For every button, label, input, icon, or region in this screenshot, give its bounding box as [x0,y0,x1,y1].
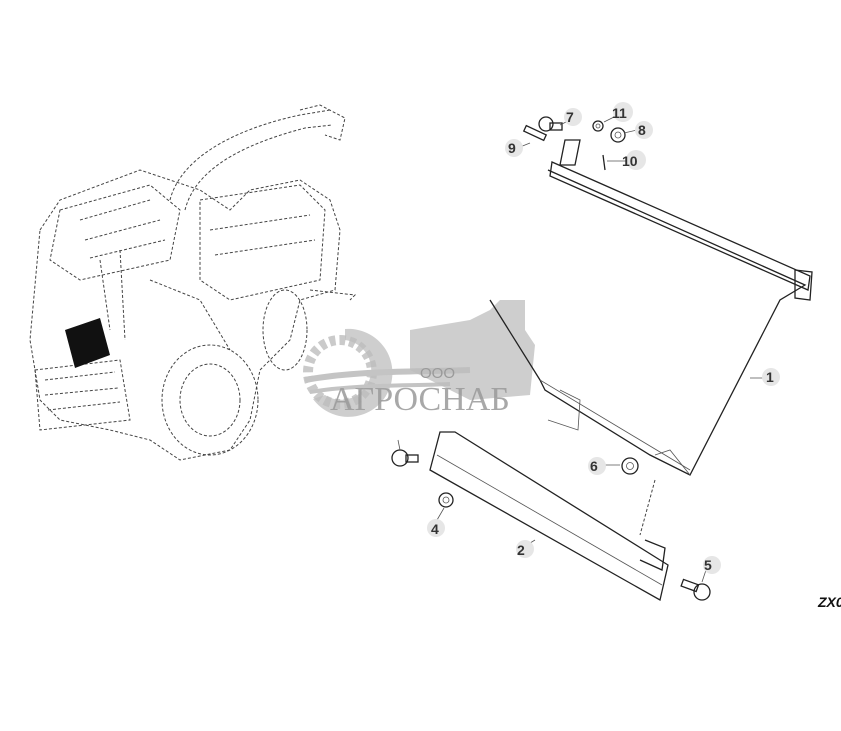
callout-11: 11 [612,105,627,121]
bolt-9 [522,124,548,142]
pin-10 [602,154,606,171]
bolt-upper-left [391,439,419,467]
callout-9: 9 [508,140,516,156]
callout-2: 2 [517,542,525,558]
callout-10: 10 [622,153,638,169]
nut-6 [621,457,639,475]
reference-code: ZX0 [818,594,841,610]
harvester-illustration [29,104,357,461]
bolt-5 [680,578,711,601]
watermark-name: АГРОСНАБ [330,381,510,418]
callout-6: 6 [590,458,598,474]
callouts: 1 2 4 5 6 7 8 9 10 11 [427,102,780,583]
agrosnab-watermark: ООО АГРОСНАБ [303,300,535,418]
part-1-panel [489,139,813,476]
callout-5: 5 [704,557,712,573]
watermark-prefix: ООО [420,365,455,382]
washer-11 [592,120,604,132]
part-2-bracket [429,431,669,601]
callout-4: 4 [431,521,439,537]
callout-8: 8 [638,122,646,138]
nut-4 [438,492,454,508]
bolt-7 [538,116,563,132]
radiator-location-highlight [65,318,110,368]
callout-1: 1 [766,369,774,385]
hardware [391,116,711,601]
alignment-line [639,479,656,536]
callout-7: 7 [566,109,574,125]
nut-8 [610,127,626,143]
